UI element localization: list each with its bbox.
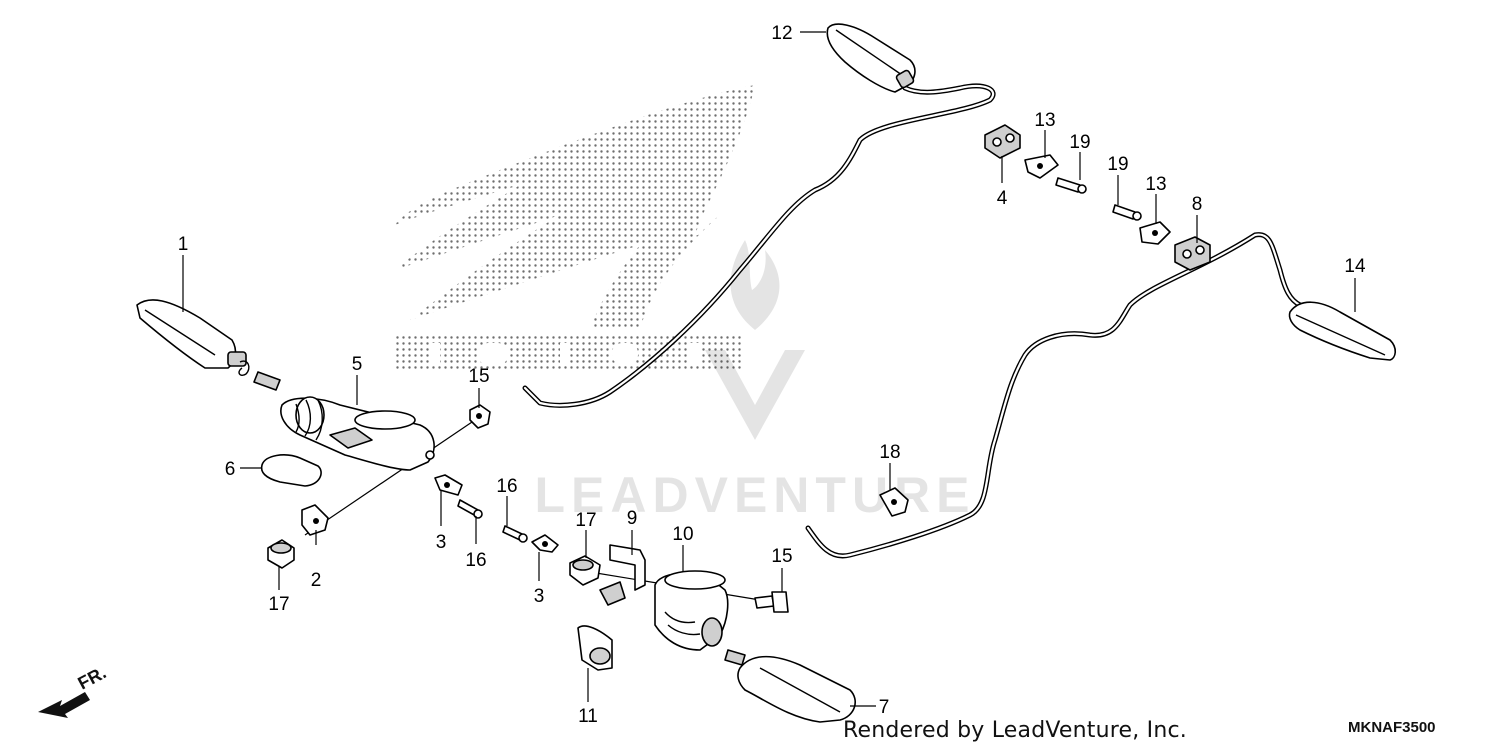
- grommet-11: [577, 625, 613, 671]
- bracket-5: [280, 396, 435, 471]
- damper-4: [984, 124, 1021, 159]
- honda-wing-logo: [395, 85, 755, 372]
- callout-6: 6: [225, 459, 236, 480]
- turn-signal-1: [136, 299, 281, 391]
- connector-18: [879, 487, 909, 517]
- front-direction-label: FR.: [74, 662, 109, 693]
- nut-17-center: [569, 555, 601, 586]
- callout-4: 4: [997, 188, 1008, 209]
- screw-16-left: [457, 499, 483, 519]
- diagram-code: MKNAF3500: [1348, 719, 1436, 736]
- callout-14: 14: [1344, 256, 1366, 277]
- callout-17-b: 17: [575, 510, 596, 531]
- callout-labels: 1 2 3 3 4 5 6 7 8 9 10 11 12 13 13 14 15…: [178, 23, 1366, 727]
- plate-13-right: [1139, 221, 1171, 245]
- bolt-19-right: [1112, 204, 1142, 221]
- callout-9: 9: [627, 508, 638, 529]
- callout-13-b: 13: [1145, 174, 1166, 195]
- callout-1: 1: [178, 234, 189, 255]
- callout-19-b: 19: [1107, 154, 1128, 175]
- bolt-15-right: [754, 591, 789, 613]
- callout-8: 8: [1192, 194, 1203, 215]
- callout-11: 11: [578, 706, 598, 727]
- callout-3-b: 3: [534, 586, 545, 607]
- callout-3: 3: [436, 532, 447, 553]
- wire-harness-12: [522, 83, 996, 408]
- clip-3-center: [531, 534, 559, 553]
- bracket-9: [599, 544, 646, 606]
- plate-13-left: [1024, 154, 1059, 179]
- assembly-line-left: [304, 419, 476, 536]
- callout-5: 5: [352, 354, 363, 375]
- callout-17: 17: [268, 594, 289, 615]
- callout-12: 12: [771, 23, 792, 44]
- callout-2: 2: [311, 570, 322, 591]
- nut-17-left: [267, 539, 295, 569]
- callout-15: 15: [468, 366, 489, 387]
- bracket-10: [654, 570, 729, 651]
- bolt-15-top: [469, 404, 491, 429]
- callout-19: 19: [1069, 132, 1090, 153]
- render-credit: Rendered by LeadVenture, Inc.: [843, 718, 1187, 743]
- clip-2: [301, 504, 329, 536]
- grommet-6: [260, 454, 322, 487]
- leadventure-watermark: LEADVENTURE: [534, 240, 975, 523]
- turn-signal-12: [826, 23, 916, 93]
- callout-7: 7: [879, 697, 890, 718]
- turn-signal-7: [724, 649, 856, 723]
- turn-signal-14: [1288, 301, 1397, 361]
- clip-3-left: [434, 474, 463, 496]
- callout-10: 10: [672, 524, 693, 545]
- callout-16-b: 16: [465, 550, 486, 571]
- damper-8: [1174, 236, 1211, 271]
- callout-15-b: 15: [771, 546, 792, 567]
- callout-18: 18: [879, 442, 900, 463]
- callout-16: 16: [496, 476, 517, 497]
- screw-16-center: [502, 525, 528, 543]
- wire-harness-14: [805, 232, 1303, 559]
- callout-13: 13: [1034, 110, 1055, 131]
- svg-text:LEADVENTURE: LEADVENTURE: [534, 467, 975, 523]
- front-direction-arrow: FR.: [38, 662, 109, 718]
- leader-lines: [182, 31, 1356, 707]
- bolt-19-left: [1055, 177, 1087, 194]
